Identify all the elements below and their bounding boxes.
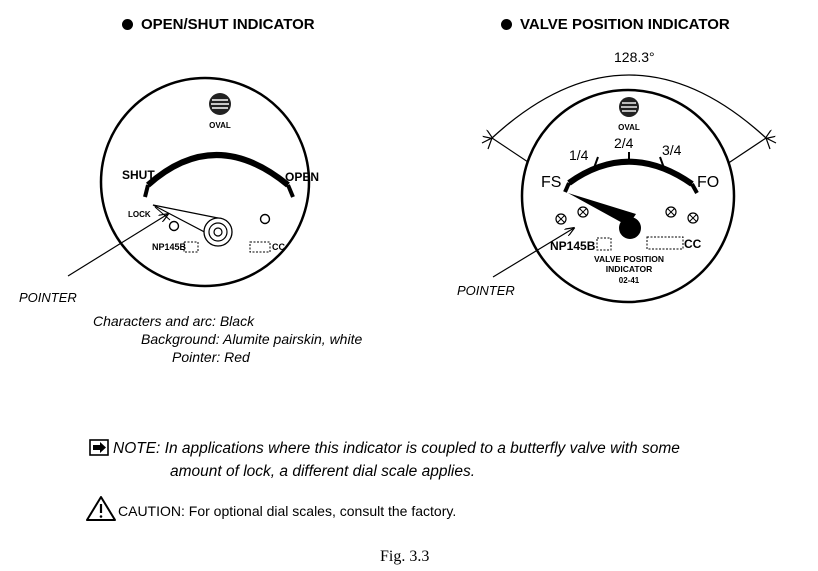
open-shut-arc bbox=[145, 152, 290, 188]
dial-code: 02-41 bbox=[619, 276, 640, 285]
bullet-icon bbox=[501, 19, 512, 30]
right-screw-hole bbox=[259, 213, 271, 225]
oval-logo-icon bbox=[209, 93, 231, 115]
legend-background: Background: Alumite pairskin, white bbox=[141, 331, 363, 347]
left-model-box bbox=[183, 241, 199, 253]
right-pointer-callout: POINTER bbox=[457, 283, 515, 298]
right-pointer-callout-line bbox=[492, 228, 574, 278]
fo-tick bbox=[690, 183, 699, 194]
left-model-label: NP145B bbox=[152, 242, 187, 252]
legend-pointer: Pointer: Red bbox=[172, 349, 250, 365]
dial-text-line1: VALVE POSITION bbox=[594, 254, 664, 264]
left-pointer-callout-line bbox=[67, 214, 168, 277]
open-tick bbox=[286, 184, 295, 198]
angle-left-arrowhead bbox=[481, 136, 494, 150]
quarter-label-1: 1/4 bbox=[569, 147, 589, 163]
figure-caption: Fig. 3.3 bbox=[380, 548, 430, 565]
valve-logo-text: OVAL bbox=[618, 123, 640, 132]
screw-cross-icon bbox=[687, 212, 699, 224]
right-model-box bbox=[596, 237, 612, 251]
dial-text-line2: INDICATOR bbox=[606, 264, 652, 274]
left-pointer-callout: POINTER bbox=[19, 290, 77, 305]
right-cc-box bbox=[646, 236, 684, 250]
lock-label: LOCK bbox=[128, 210, 151, 219]
quarter-label-2: 2/4 bbox=[614, 135, 634, 151]
left-cc-box bbox=[249, 241, 271, 253]
valve-position-dial: 128.3° OVAL FS 1/4 2/4 3/4 FO bbox=[481, 49, 777, 304]
pointer-hub-inner bbox=[213, 227, 223, 237]
screw-cross-icon bbox=[577, 206, 589, 218]
quarter-label-3: 3/4 bbox=[662, 142, 682, 158]
caution-text: CAUTION: For optional dial scales, consu… bbox=[118, 503, 457, 519]
valve-pointer-hub bbox=[619, 217, 641, 239]
open-shut-dial: OVAL SHUT OPEN LOCK NP145B CC bbox=[99, 76, 319, 288]
fs-label: FS bbox=[541, 174, 561, 191]
fs-tick bbox=[563, 182, 571, 193]
valve-pointer bbox=[568, 193, 636, 226]
legend-characters: Characters and arc: Black bbox=[93, 313, 255, 329]
angle-span-arc bbox=[491, 74, 767, 139]
fo-label: FO bbox=[697, 174, 719, 191]
open-shut-heading-text: OPEN/SHUT INDICATOR bbox=[141, 16, 315, 33]
screw-cross-icon bbox=[555, 213, 567, 225]
shut-tick bbox=[143, 184, 150, 198]
valve-position-heading: VALVE POSITION INDICATOR bbox=[501, 16, 730, 33]
note-line1: NOTE: In applications where this indicat… bbox=[113, 440, 680, 457]
left-cc-label: CC bbox=[272, 242, 285, 252]
angle-right-arrowhead bbox=[764, 136, 777, 150]
screw-cross-icon bbox=[665, 206, 677, 218]
open-shut-logo-text: OVAL bbox=[209, 121, 231, 130]
valve-position-heading-text: VALVE POSITION INDICATOR bbox=[520, 16, 730, 33]
bullet-icon bbox=[122, 19, 133, 30]
arrow-right-box-icon bbox=[89, 439, 109, 456]
quarter-tick-1 bbox=[593, 156, 599, 169]
angle-label: 128.3° bbox=[614, 49, 655, 65]
shut-label: SHUT bbox=[122, 168, 155, 182]
oval-logo-icon bbox=[619, 97, 639, 117]
open-shut-heading: OPEN/SHUT INDICATOR bbox=[122, 16, 315, 33]
open-shut-dial-face bbox=[99, 76, 311, 288]
warning-triangle-icon bbox=[86, 496, 116, 521]
quarter-tick-3 bbox=[659, 156, 665, 169]
note-line2: amount of lock, a different dial scale a… bbox=[170, 463, 476, 480]
right-model-label: NP145B bbox=[550, 239, 596, 253]
right-cc-label: CC bbox=[684, 237, 702, 251]
open-label: OPEN bbox=[285, 170, 319, 184]
left-screw-hole bbox=[168, 220, 180, 232]
